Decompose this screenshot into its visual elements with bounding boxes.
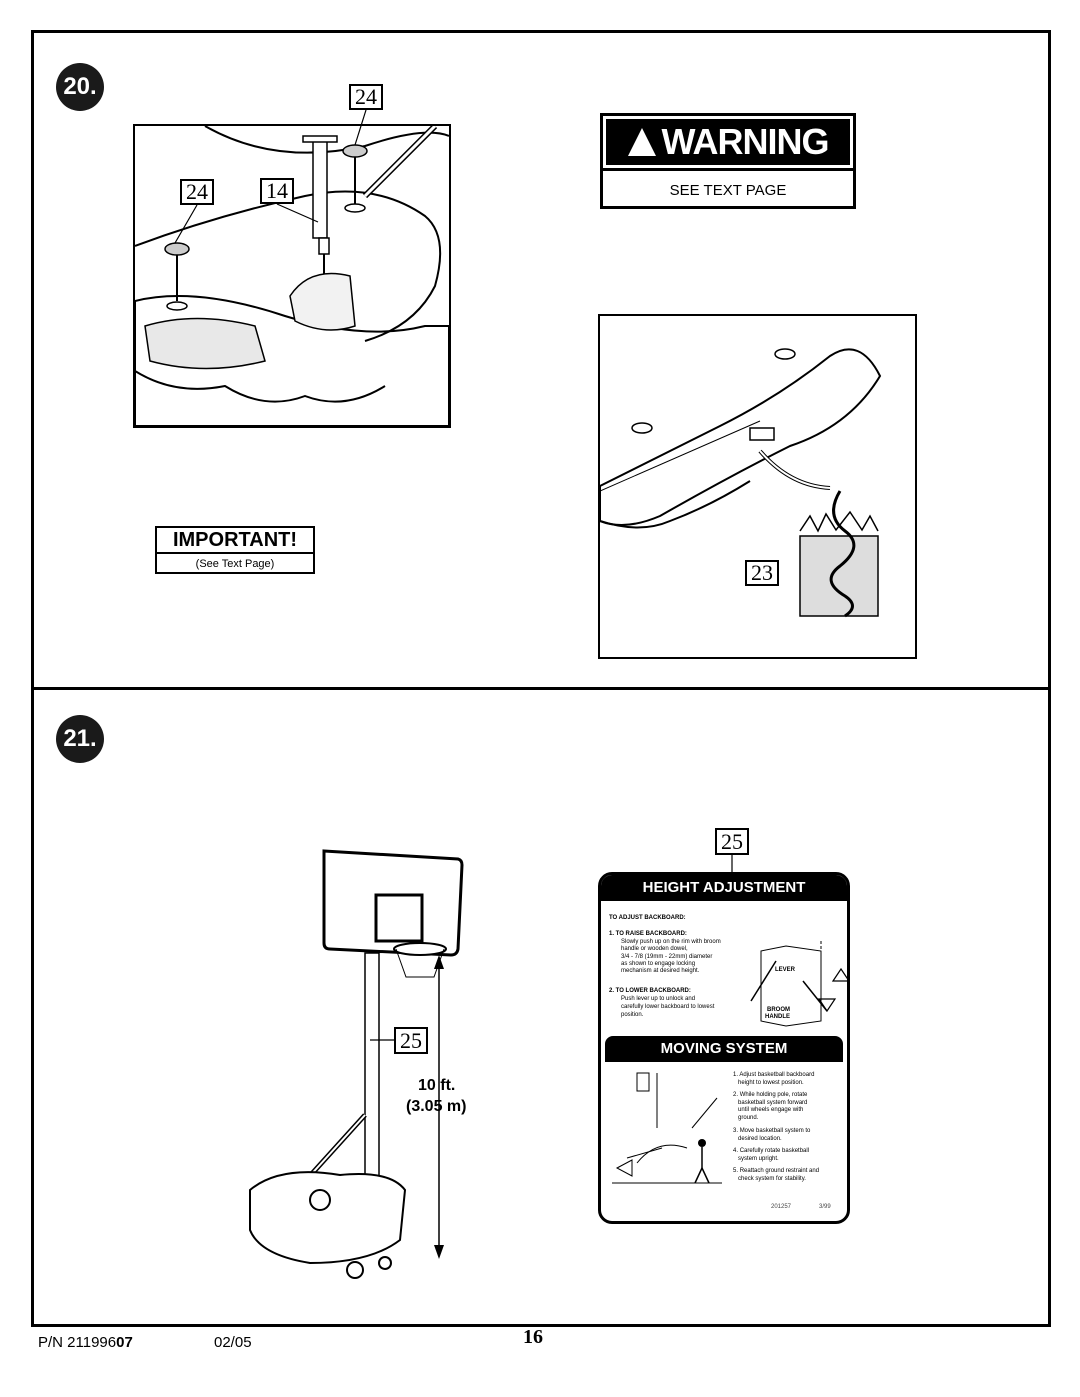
important-title: IMPORTANT! — [157, 528, 313, 554]
move-step-3: 3. Move basketball system to desired loc… — [733, 1128, 811, 1142]
move-step-4: 4. Carefully rotate basketball system up… — [733, 1148, 810, 1162]
part-number: P/N 21199607 — [38, 1334, 133, 1351]
warning-header: WARNING — [603, 116, 853, 168]
moving-system-diagram — [612, 1072, 722, 1184]
moving-system-title: MOVING SYSTEM — [605, 1036, 843, 1062]
basketball-system-illustration — [249, 849, 464, 1279]
height-feet: 10 ft. — [418, 1077, 456, 1094]
move-step-5: 5. Reattach ground restraint and check s… — [733, 1168, 820, 1182]
lever-label: LEVER — [775, 967, 796, 973]
callout-25-pole: 25 — [394, 1027, 428, 1054]
height-adjust-diagram — [750, 941, 847, 1027]
page-number: 16 — [523, 1326, 543, 1348]
callout-25-label: 25 — [715, 828, 749, 855]
callout-24-top: 24 — [349, 84, 383, 110]
callout-24-left: 24 — [180, 179, 214, 205]
step-number-20: 20. — [56, 63, 104, 111]
height-meters: (3.05 m) — [406, 1098, 467, 1115]
height-adjustment-title: HEIGHT ADJUSTMENT — [601, 875, 847, 901]
pole-leader-line — [370, 1039, 394, 1041]
move-step-1: 1. Adjust basketball backboard height to… — [733, 1072, 815, 1086]
label-code: 201257 — [771, 1204, 792, 1210]
raise-line-1: Slowly push up on the rim with broom — [621, 939, 721, 945]
lower-title: 2. TO LOWER BACKBOARD: — [609, 988, 691, 994]
raise-title: 1. TO RAISE BACKBOARD: — [609, 931, 687, 937]
ground-stake-illustration — [598, 314, 917, 659]
callout-23: 23 — [745, 560, 779, 586]
raise-line-3: 3/4 - 7/8 (19mm - 22mm) diameter — [621, 954, 713, 960]
height-meters-value: 3.05 m — [411, 1098, 462, 1115]
warning-sign: WARNING SEE TEXT PAGE — [600, 113, 856, 209]
callout-14: 14 — [260, 178, 294, 204]
broom-label: BROOM — [767, 1007, 790, 1013]
step-21-panel — [31, 687, 1051, 1327]
height-moving-label: HEIGHT ADJUSTMENT TO ADJUST BACKBOARD: 1… — [598, 872, 850, 1224]
raise-line-2: handle or wooden dowel, — [621, 946, 688, 952]
base-illustration-fill-caps — [133, 124, 451, 428]
raise-line-5: mechanism at desired height. — [621, 968, 700, 974]
lower-line-3: position. — [621, 1012, 644, 1018]
move-step-2: 2. While holding pole, rotate basketball… — [733, 1092, 808, 1121]
adjust-heading: TO ADJUST BACKBOARD: — [609, 915, 686, 921]
moving-system-body: 1. Adjust basketball backboard height to… — [601, 1062, 847, 1221]
warning-subtitle: SEE TEXT PAGE — [603, 168, 853, 209]
leader-lines-step-20 — [174, 109, 815, 574]
warning-title: WARNING — [661, 121, 830, 162]
important-notice: IMPORTANT! (See Text Page) — [155, 526, 315, 574]
label-date: 3/99 — [819, 1204, 831, 1210]
raise-line-4: as shown to engage locking — [621, 961, 696, 967]
warning-triangle-icon — [627, 128, 656, 156]
part-number-suffix: 07 — [116, 1334, 133, 1351]
part-number-prefix: P/N 211996 — [38, 1334, 117, 1351]
lower-line-1: Push lever up to unlock and — [621, 996, 696, 1002]
label-leader-line — [731, 853, 733, 873]
ground-stake-drawing — [600, 348, 882, 618]
lower-line-2: carefully lower backboard to lowest — [621, 1004, 715, 1010]
step-number-21: 21. — [56, 715, 104, 763]
base-drawing — [135, 126, 449, 426]
handle-label: HANDLE — [765, 1014, 790, 1020]
revision-date: 02/05 — [214, 1334, 252, 1351]
important-subtitle: (See Text Page) — [195, 558, 275, 570]
height-adjustment-body: TO ADJUST BACKBOARD: 1. TO RAISE BACKBOA… — [601, 901, 847, 1036]
